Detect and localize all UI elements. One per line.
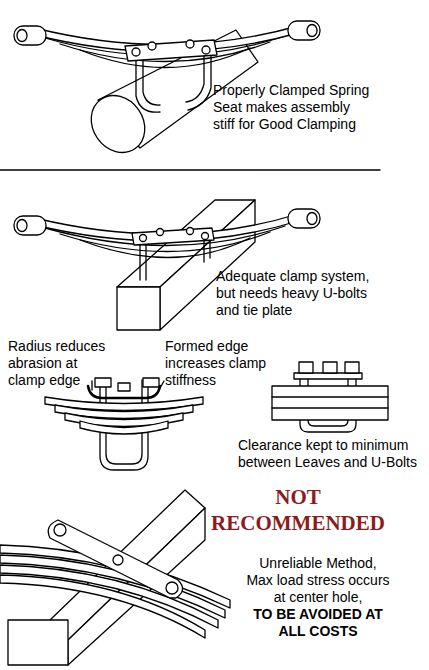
nut (140, 235, 147, 242)
nut (345, 362, 359, 373)
eye-bushing (17, 220, 27, 232)
eye-bushing (17, 30, 27, 42)
bolt-head (54, 524, 66, 536)
spring-eye (14, 216, 46, 235)
caption-text: Adequate clamp system, but needs heavy U… (216, 268, 376, 319)
u-bolt (143, 58, 160, 105)
nut (95, 378, 111, 387)
bolt-head (166, 582, 178, 594)
nut (187, 228, 194, 235)
nut (148, 42, 156, 50)
nut (118, 383, 130, 391)
eye-bushing (307, 213, 317, 225)
center-bolt (113, 555, 123, 565)
spring-eye (288, 21, 320, 40)
divider-line (0, 169, 380, 170)
nut (157, 229, 164, 236)
spring-leaf (80, 421, 168, 434)
leaf-line (272, 407, 388, 408)
leaf-stack (272, 386, 388, 420)
callout-text: Radius reduces abrasion at clamp edge (8, 338, 108, 389)
u-bolt (139, 242, 140, 280)
spring-leaf (0, 575, 205, 638)
leader-line (91, 381, 92, 390)
nut (202, 46, 210, 54)
clamp-plate (294, 373, 362, 379)
nut (143, 378, 159, 387)
callout-text: Formed edge increases clamp stiffness (165, 338, 271, 389)
nut (323, 362, 337, 373)
u-bolt (145, 242, 146, 280)
u-bolt (186, 56, 204, 102)
warning-heading: NOT RECOMMENDED (198, 484, 398, 536)
eye-bushing (307, 25, 317, 37)
nut (186, 40, 194, 48)
leaf-line (272, 396, 388, 397)
tie-plate (132, 228, 214, 245)
axle-end (117, 287, 160, 330)
caption-text: Properly Clamped Spring Seat makes assem… (213, 82, 374, 133)
axle-end (8, 620, 68, 665)
nut (202, 233, 209, 240)
nut (299, 362, 313, 373)
spring-eye (14, 26, 46, 45)
leader-line (160, 381, 164, 388)
caption-text: Unreliable Method, Max load stress occur… (245, 555, 391, 606)
caption-text: Clearance kept to minimum between Leaves… (238, 437, 424, 471)
tie-strap (48, 520, 182, 598)
spring-eye (288, 209, 320, 228)
warning-text: TO BE AVOIDED AT ALL COSTS (245, 606, 391, 640)
nut (132, 48, 140, 56)
spring-seat-plate (125, 40, 217, 61)
